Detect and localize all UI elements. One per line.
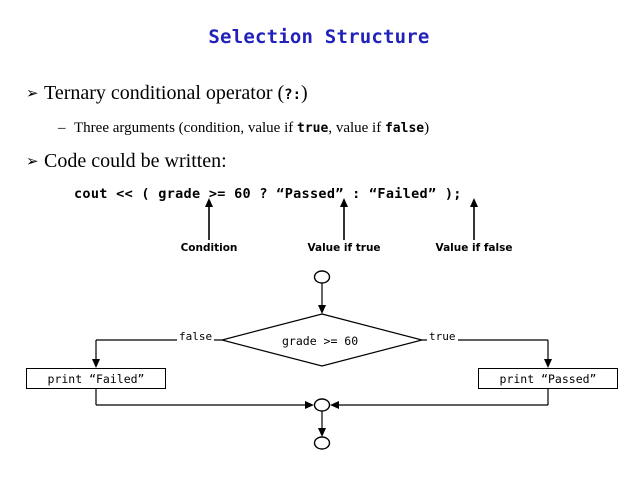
decision-diamond bbox=[219, 313, 425, 367]
annotation-label-value-if-true: Value if true bbox=[307, 242, 381, 254]
process-box-print-failed: print “Failed” bbox=[26, 368, 166, 389]
annotation-arrows bbox=[205, 198, 478, 240]
bullet-text-before: Ternary conditional operator ( bbox=[44, 82, 285, 104]
sub-bullet-three-arguments: –Three arguments (condition, value if tr… bbox=[58, 120, 429, 137]
process-box-print-passed-label: print “Passed” bbox=[499, 371, 597, 386]
end-circle bbox=[313, 436, 331, 450]
code-sample: cout << ( grade >= 60 ? “Passed” : “Fail… bbox=[74, 186, 462, 202]
annotation-label-value-if-false: Value if false bbox=[435, 242, 513, 254]
edge-label-false: false bbox=[177, 330, 215, 343]
bullet-marker-icon: ➢ bbox=[26, 152, 39, 170]
page-title: Selection Structure bbox=[208, 26, 430, 48]
edge-label-true: true bbox=[427, 330, 458, 343]
decision-label: grade >= 60 bbox=[282, 334, 359, 348]
bullet-ternary-operator: ➢ Ternary conditional operator (?:) bbox=[26, 82, 308, 105]
start-circle bbox=[313, 270, 331, 284]
sub-bullet-text-2: , value if bbox=[328, 120, 385, 136]
bullet-text-after: ) bbox=[301, 82, 308, 104]
merge-circle bbox=[313, 398, 331, 412]
sub-bullet-text-3: ) bbox=[424, 120, 430, 136]
sub-bullet-text-1: Three arguments (condition, value if bbox=[74, 120, 297, 136]
sub-bullet-code-true: true bbox=[297, 121, 329, 136]
bullet-text: Code could be written: bbox=[44, 150, 227, 172]
bullet-code-ternary: ?: bbox=[284, 87, 302, 103]
sub-bullet-code-false: false bbox=[384, 121, 425, 136]
sub-bullet-marker-icon: – bbox=[58, 120, 66, 136]
process-box-print-failed-label: print “Failed” bbox=[47, 371, 145, 386]
annotation-label-condition: Condition bbox=[180, 242, 238, 254]
bullet-marker-icon: ➢ bbox=[26, 84, 39, 102]
process-box-print-passed: print “Passed” bbox=[478, 368, 618, 389]
bullet-code-could-be-written: ➢ Code could be written: bbox=[26, 150, 227, 173]
